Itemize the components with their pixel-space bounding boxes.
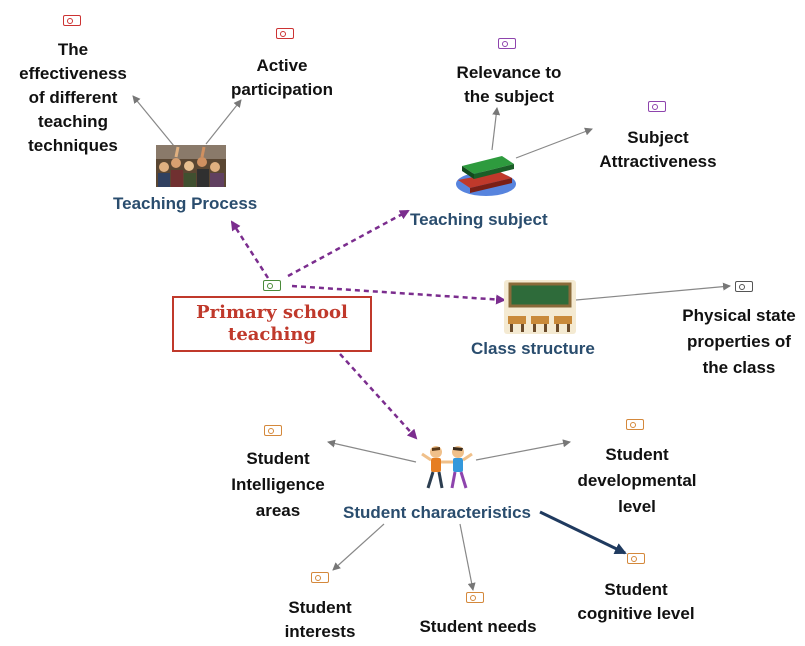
topic-intelligence[interactable]: Student Intelligence areas bbox=[231, 449, 325, 520]
note-tag-icon[interactable] bbox=[627, 553, 645, 564]
link-students-interests bbox=[332, 523, 385, 571]
children-icon bbox=[421, 446, 473, 489]
audience-image bbox=[156, 145, 226, 187]
topic-cognitive[interactable]: Student cognitive level bbox=[577, 580, 695, 623]
topic-attractiveness[interactable]: Subject Attractiveness bbox=[599, 128, 717, 171]
note-tag-icon[interactable] bbox=[626, 419, 644, 430]
branch-class-structure[interactable]: Class structure bbox=[471, 339, 595, 358]
topic-physical-state[interactable]: Physical state properties of the class bbox=[682, 306, 796, 377]
branch-student-characteristics[interactable]: Student characteristics bbox=[343, 503, 532, 522]
note-tag-icon[interactable] bbox=[735, 281, 753, 292]
central-topic-label: Primary school teaching bbox=[196, 302, 348, 345]
note-tag-icon[interactable] bbox=[276, 28, 294, 39]
branch-teaching-process[interactable]: Teaching Process bbox=[113, 194, 258, 213]
topic-active-participation[interactable]: Active participation bbox=[230, 56, 333, 99]
link-process-effectiveness bbox=[132, 95, 175, 147]
link-subject-relevance bbox=[491, 107, 501, 151]
classroom-icon bbox=[504, 280, 576, 334]
note-tag-icon[interactable] bbox=[264, 425, 282, 436]
topic-interests[interactable]: Student interests bbox=[284, 598, 356, 641]
link-center-subject bbox=[287, 209, 410, 278]
central-topic[interactable]: Primary school teaching bbox=[172, 296, 372, 352]
link-students-intelligence bbox=[327, 439, 417, 463]
link-process-participation bbox=[205, 99, 242, 145]
link-class-physical bbox=[575, 282, 731, 301]
note-tag-icon[interactable] bbox=[63, 15, 81, 26]
link-subject-attractiveness bbox=[515, 127, 593, 159]
link-center-students bbox=[339, 353, 418, 440]
note-tag-icon[interactable] bbox=[263, 280, 281, 291]
link-students-needs bbox=[459, 523, 476, 591]
topic-developmental[interactable]: Student developmental level bbox=[577, 445, 697, 516]
topic-relevance[interactable]: Relevance to the subject bbox=[456, 63, 562, 106]
link-students-developmental bbox=[475, 439, 571, 461]
branch-teaching-subject[interactable]: Teaching subject bbox=[410, 210, 548, 229]
books-icon bbox=[456, 156, 516, 196]
note-tag-icon[interactable] bbox=[648, 101, 666, 112]
note-tag-icon[interactable] bbox=[466, 592, 484, 603]
note-tag-icon[interactable] bbox=[311, 572, 329, 583]
topic-effectiveness[interactable]: The effectiveness of different teaching … bbox=[19, 40, 127, 155]
note-tag-icon[interactable] bbox=[498, 38, 516, 49]
topic-needs[interactable]: Student needs bbox=[419, 617, 537, 636]
link-students-cognitive bbox=[539, 510, 627, 555]
link-center-process bbox=[230, 220, 270, 279]
